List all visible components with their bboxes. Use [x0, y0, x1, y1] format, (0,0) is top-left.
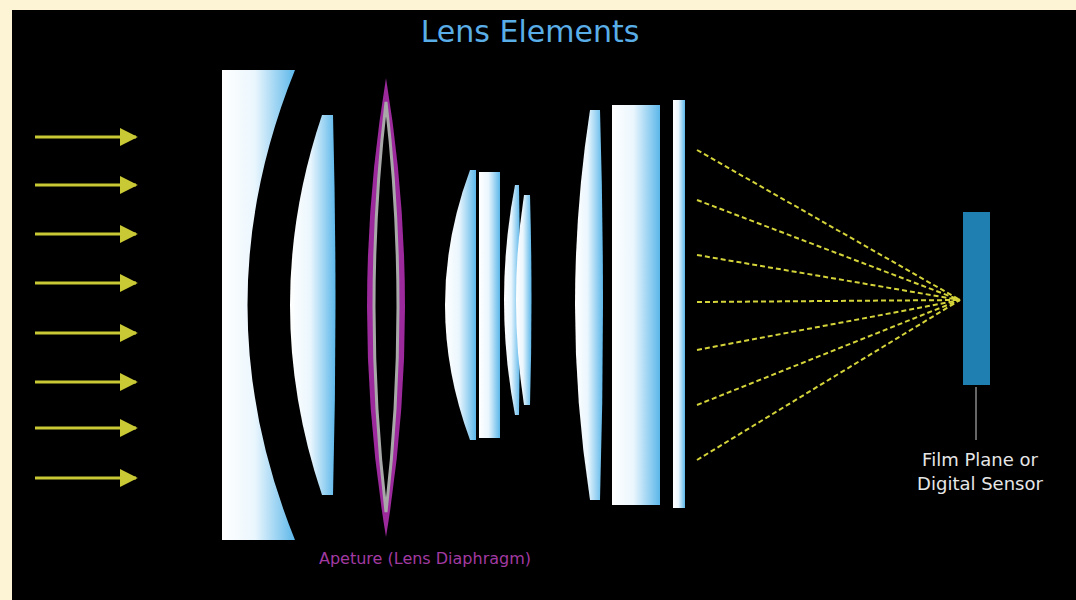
diagram-title: Lens Elements: [421, 14, 640, 49]
lens-elements: [222, 70, 685, 540]
aperture-label: Apeture (Lens Diaphragm): [319, 548, 531, 570]
aperture-diaphragm: [367, 78, 405, 537]
converging-rays: [697, 150, 960, 460]
sensor: [963, 212, 990, 385]
leader-line: [976, 387, 977, 440]
incoming-rays: [35, 137, 136, 478]
sensor-label: Film Plane or Digital Sensor: [892, 448, 1068, 497]
black-ground: [12, 10, 1076, 600]
